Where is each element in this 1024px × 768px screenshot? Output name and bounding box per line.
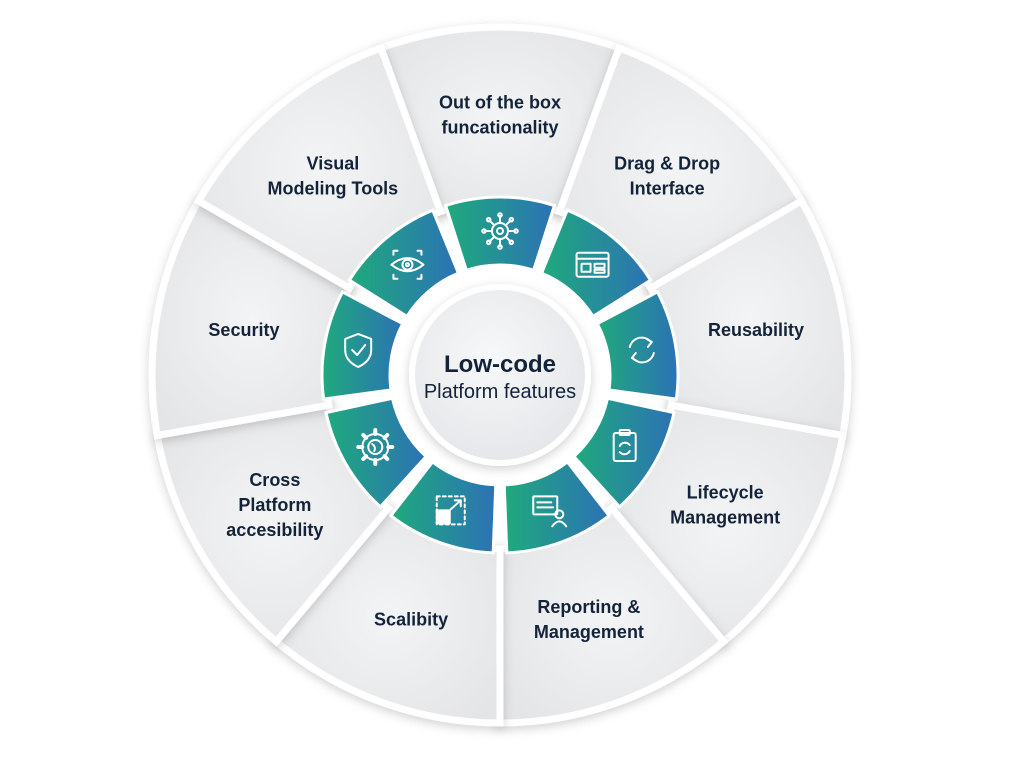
ship-wheel-icon xyxy=(481,212,519,250)
band-3 xyxy=(595,289,680,401)
refresh-cycle-icon xyxy=(628,336,655,364)
resize-expand-icon xyxy=(435,495,466,526)
shield-check-icon xyxy=(344,332,373,368)
segment-label-line: Lifecycle xyxy=(687,483,764,503)
center-subtitle: Platform features xyxy=(424,381,576,403)
segment-label-1: Out of the box funcationality xyxy=(439,93,561,138)
segment-label-line: Management xyxy=(670,508,780,528)
band-9 xyxy=(347,208,461,319)
segment-label-line: Visual xyxy=(307,153,360,173)
center-hub-circle xyxy=(409,284,591,466)
segment-label-line: Drag & Drop xyxy=(614,153,720,173)
segment-label-line: Out of the box xyxy=(439,93,561,113)
band-6 xyxy=(388,459,498,555)
eye-target-icon xyxy=(390,249,425,280)
band-8 xyxy=(320,289,405,401)
segment-label-line: Management xyxy=(534,622,644,642)
segment-label-3: Reusability xyxy=(708,320,804,340)
band-7 xyxy=(324,396,429,509)
clipboard-refresh-icon xyxy=(612,429,637,462)
center-hub: Low-code Platform features xyxy=(409,284,591,466)
gear-globe-icon xyxy=(356,428,395,466)
segment-label-5: Reporting & Management xyxy=(534,597,644,642)
outer-segments xyxy=(148,23,852,727)
segment-label-line: Platform xyxy=(238,495,311,515)
icon-bands xyxy=(320,195,680,555)
segment-label-line: Cross xyxy=(249,470,300,490)
browser-window-icon xyxy=(575,251,610,278)
segment-label-line: Reusability xyxy=(708,320,804,340)
segment-label-line: funcationality xyxy=(441,118,558,138)
segment-label-line: Security xyxy=(208,320,279,340)
presentation-board-icon xyxy=(532,495,568,528)
segment-label-6: Scalibity xyxy=(374,609,448,629)
segment-label-8: Security xyxy=(208,320,279,340)
segment-label-line: Interface xyxy=(630,178,705,198)
segment-label-line: Modeling Tools xyxy=(268,178,399,198)
segment-label-line: accesibility xyxy=(226,520,323,540)
segment-label-line: Scalibity xyxy=(374,609,448,629)
center-title: Low-code xyxy=(444,351,556,378)
segment-label-line: Reporting & xyxy=(537,597,640,617)
band-4 xyxy=(571,396,676,509)
